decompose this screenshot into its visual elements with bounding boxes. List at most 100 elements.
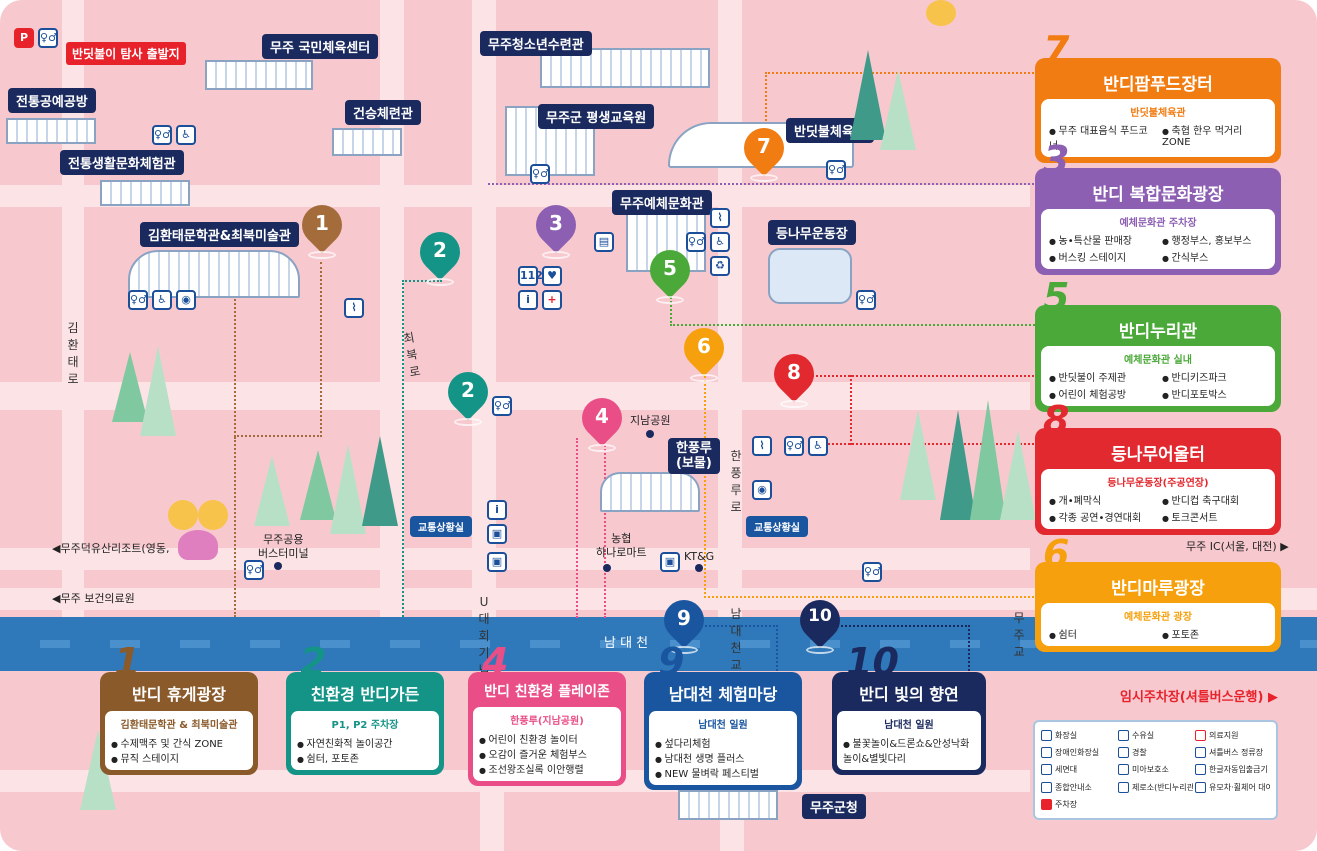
legend-item: 제로소(반디누리관) (1118, 780, 1193, 795)
legend-item: 수유실 (1118, 728, 1193, 743)
card-body: 남대천 일원 섶다리체험 남대천 생명 플러스 NEW 물벼락 페스티벌 (649, 711, 797, 785)
card-title: 반디 복합문화광장 (1092, 185, 1224, 205)
trail-4 (576, 438, 606, 618)
card-body: P1, P2 주차장 자연친화적 놀이공간 쉼터, 포토존 (291, 711, 439, 770)
card-body: 예체문화관 광장 쉼터 포토존 (1041, 603, 1275, 646)
tree (330, 444, 366, 534)
pin-7[interactable]: 7 (735, 119, 793, 182)
card-item: 행정부스, 홍보부스 (1162, 232, 1267, 247)
pin-5[interactable]: 5 (641, 241, 699, 304)
restroom-icon: ♀♂ (862, 562, 882, 582)
card-8[interactable]: 8 등나무어울터 등나무운동장(주공연장) 개•폐막식 반디컵 축구대회 각종 … (1035, 398, 1281, 535)
mascot-fairy-icon (158, 500, 238, 570)
bus-terminal-label: 무주공용 버스터미널 (258, 533, 309, 560)
legend-label: 셔틀버스 정류장 (1209, 748, 1264, 758)
card-number: 7 (1043, 28, 1070, 72)
bus-icon (1195, 747, 1206, 759)
youth-hall-label: 무주청소년수련관 (480, 31, 592, 56)
card-title: 반디마루광장 (1111, 579, 1205, 599)
legend-label: 수유실 (1132, 731, 1155, 741)
pin-2b[interactable]: 2 (439, 363, 497, 426)
card-number: 2 (300, 640, 327, 684)
accessible-icon: ♿ (710, 232, 730, 252)
road (718, 0, 742, 617)
card-list: 쉼터 포토존 (1049, 626, 1267, 641)
road-muju-bridge: 무주교 (1013, 611, 1025, 659)
wash-icon: ⌇ (752, 436, 772, 456)
road (0, 588, 1317, 610)
gun-office-label: 무주군청 (802, 794, 866, 819)
card-number: 6 (1043, 532, 1070, 576)
restroom-icon: ♀♂ (152, 125, 172, 145)
card-10[interactable]: 10 반디 빛의 향연 남대천 일원 불꽃놀이&드론쇼&안성낙화놀이&별빛다리 (832, 640, 986, 775)
wash-icon: ⌇ (710, 208, 730, 228)
geonseung-building (332, 128, 402, 156)
card-7[interactable]: 7 반디팜푸드장터 반딧불체육관 무주 대표음식 푸드코너 축협 한우 먹거리 … (1035, 28, 1281, 163)
pin-shadow (750, 174, 778, 182)
legend-item: 셔틀버스 정류장 (1195, 745, 1270, 760)
card-1[interactable]: 1 반디 휴게광장 김환태문학관 & 최북미술관 수제맥주 및 간식 ZONE … (100, 640, 258, 775)
card-item: 조선왕조실록 이안행렬 (479, 761, 615, 776)
card-item: 반디컵 축구대회 (1162, 492, 1267, 507)
legend-item: 미아보호소 (1118, 762, 1193, 777)
ktg-dot (695, 564, 703, 572)
pin-number: 4 (595, 404, 609, 428)
legend-item: 화장실 (1041, 728, 1116, 743)
card-body: 남대천 일원 불꽃놀이&드론쇼&안성낙화놀이&별빛다리 (837, 711, 981, 770)
pin-8[interactable]: 8 (765, 345, 823, 408)
card-9[interactable]: 9 남대천 체험마당 남대천 일원 섶다리체험 남대천 생명 플러스 NEW 물… (644, 640, 802, 790)
restroom-icon: ♀♂ (784, 436, 804, 456)
legend: 화장실 수유실 의료지원 장애인화장실 경찰 셔틀버스 정류장 세면대 미아보호… (1033, 720, 1278, 820)
pin-1[interactable]: 1 (293, 196, 351, 259)
card-title: 등나무어울터 (1111, 445, 1205, 465)
bus-terminal-dot (274, 562, 282, 570)
card-5[interactable]: 5 반디누리관 예체문화관 실내 반딧불이 주제관 반디키즈파크 어린이 체험공… (1035, 275, 1281, 412)
card-body: 김환태문학관 & 최북미술관 수제맥주 및 간식 ZONE 뮤직 스테이지 (105, 711, 253, 770)
pin-10[interactable]: 10 (791, 591, 849, 654)
hanpungru-building (600, 472, 700, 512)
stroller-icon: ◉ (176, 290, 196, 310)
pin-4[interactable]: 4 (573, 389, 631, 452)
card-sub: 예체문화관 주차장 (1119, 218, 1197, 229)
traffic-room-2: 교통상황실 (746, 516, 808, 537)
nonghyup-dot (603, 564, 611, 572)
card-list: 어린이 친환경 놀이터 오감이 즐거운 체험부스 조선왕조실록 이안행렬 (479, 731, 615, 776)
info-icon: i (487, 500, 507, 520)
gymnasium-building (205, 60, 313, 90)
card-4[interactable]: 4 반디 친환경 플레이존 한풍루(지남공원) 어린이 친환경 놀이터 오감이 … (468, 640, 626, 786)
tree (1000, 430, 1036, 520)
pin-number: 2 (461, 378, 475, 402)
card-item: 간식부스 (1162, 249, 1267, 264)
card-sub: 예체문화관 광장 (1124, 612, 1192, 623)
restroom-icon: ♀♂ (38, 28, 58, 48)
card-2[interactable]: 2 친환경 반디가든 P1, P2 주차장 자연친화적 놀이공간 쉼터, 포토존 (286, 640, 444, 775)
card-title: 친환경 반디가든 (310, 685, 420, 704)
pin-3[interactable]: 3 (527, 196, 585, 259)
legend-label: 제로소(반디누리관) (1132, 782, 1193, 792)
restroom-icon: ♀♂ (530, 164, 550, 184)
firstaid-icon (1195, 730, 1206, 742)
pin-9[interactable]: 9 (655, 591, 713, 654)
tree (140, 346, 176, 436)
legend-item: 의료지원 (1195, 728, 1270, 743)
card-title: 반디 휴게광장 (132, 685, 226, 704)
jinam-park-dot (646, 430, 654, 438)
restroom-icon: ♀♂ (492, 396, 512, 416)
lost-child-icon (1118, 764, 1129, 776)
pin-2a[interactable]: 2 (411, 223, 469, 286)
culture-hall-building (100, 180, 190, 206)
accessible-icon: ♿ (152, 290, 172, 310)
card-item: 반디키즈파크 (1162, 369, 1267, 384)
to-ic: 무주 IC(서울, 대전) ▶ (1186, 540, 1289, 553)
legend-label: 의료지원 (1209, 731, 1239, 741)
card-item: 자연친화적 놀이공간 (297, 735, 433, 750)
card-item: 개•폐막식 (1049, 492, 1154, 507)
stroller-icon (1195, 781, 1206, 793)
card-6[interactable]: 6 반디마루광장 예체문화관 광장 쉼터 포토존 (1035, 532, 1281, 652)
card-3[interactable]: 3 반디 복합문화광장 예체문화관 주차장 농•특산물 판매장 행정부스, 홍보… (1035, 138, 1281, 275)
pin-6[interactable]: 6 (675, 319, 733, 382)
temp-parking-label: 임시주차장(셔틀버스운행) ▶ (1120, 690, 1278, 705)
card-sub: 예체문화관 실내 (1124, 355, 1192, 366)
legend-label: 한글자동입출금기 (1209, 765, 1268, 775)
trail-9 (674, 625, 778, 675)
